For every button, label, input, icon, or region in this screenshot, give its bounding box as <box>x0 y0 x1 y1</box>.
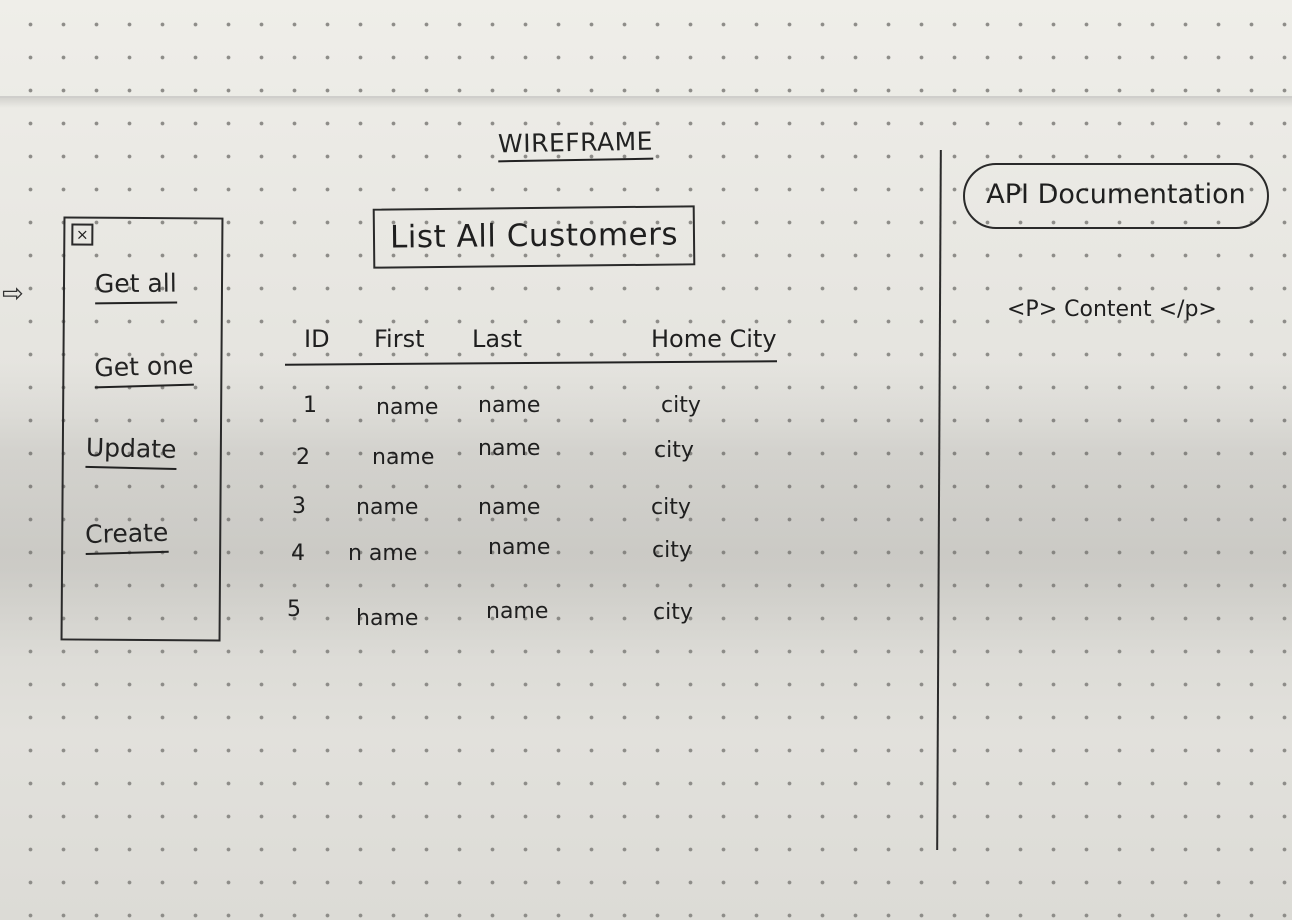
cell-id: 5 <box>287 597 301 622</box>
page-fold <box>0 96 1292 108</box>
cell-first: name <box>356 495 419 520</box>
cell-city: city <box>661 393 701 418</box>
cell-first: name <box>372 445 435 470</box>
page-heading: List All Customers <box>389 216 679 256</box>
cell-first: name <box>376 395 439 420</box>
sidebar-menu: × Get all Get one Update Create <box>60 216 224 642</box>
sidebar-item-get-one[interactable]: Get one <box>93 350 194 389</box>
page-heading-box: List All Customers <box>372 205 696 269</box>
column-header-home-city: Home City <box>651 325 777 353</box>
wireframe-title: WIREFRAME <box>497 126 654 163</box>
cell-last: name <box>478 436 541 461</box>
sidebar-item-update[interactable]: Update <box>85 432 177 471</box>
panel-divider <box>936 149 942 851</box>
cell-city: city <box>653 600 693 625</box>
cell-id: 1 <box>303 393 317 418</box>
cell-city: city <box>651 495 691 520</box>
sidebar-item-create[interactable]: Create <box>84 517 169 556</box>
cell-last: name <box>478 495 541 520</box>
cell-last: name <box>486 599 549 624</box>
column-header-last: Last <box>472 325 522 353</box>
cell-id: 3 <box>292 494 306 519</box>
cell-last: name <box>488 535 551 560</box>
sidebar-item-get-all[interactable]: Get all <box>94 268 177 305</box>
cell-first: n ame <box>348 541 418 566</box>
table-header-rule <box>284 360 778 366</box>
column-header-id: ID <box>304 325 330 353</box>
cell-city: city <box>652 538 692 563</box>
cell-city: city <box>654 438 694 463</box>
cell-id: 4 <box>291 541 305 566</box>
cell-first: hame <box>356 606 419 631</box>
column-header-first: First <box>374 325 425 353</box>
api-content-text: <P> Content </p> <box>1007 297 1217 322</box>
close-icon[interactable]: × <box>71 223 94 246</box>
api-documentation-header: API Documentation <box>963 163 1269 229</box>
cell-last: name <box>478 393 541 418</box>
api-documentation-title: API Documentation <box>986 179 1246 210</box>
cell-id: 2 <box>296 445 310 470</box>
right-arrow-icon: ⇨ <box>2 279 24 309</box>
